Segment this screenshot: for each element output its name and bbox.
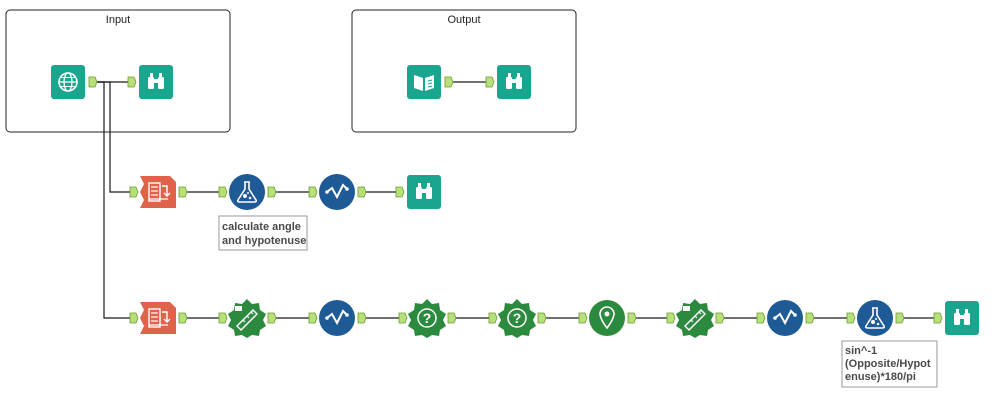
annotation-box-1[interactable]: calculate angle and hypotenuse: [218, 215, 308, 251]
container-input[interactable]: Input: [5, 9, 231, 133]
browse-tool-1[interactable]: [127, 65, 173, 99]
output-anchor[interactable]: [178, 186, 188, 198]
input-anchor[interactable]: [485, 76, 495, 88]
annotation-line: sin^-1: [845, 345, 877, 357]
connection-wires: [96, 81, 940, 319]
browse-tool-3[interactable]: [395, 175, 441, 209]
input-anchor[interactable]: [129, 186, 139, 198]
text-input-tool[interactable]: [407, 65, 454, 99]
output-anchor[interactable]: [444, 76, 454, 88]
input-data-tool[interactable]: [51, 65, 98, 99]
question-tool-1[interactable]: [398, 299, 457, 338]
browse-tool-4[interactable]: [933, 301, 979, 335]
browse-tool-2[interactable]: [485, 65, 531, 99]
input-anchor[interactable]: [666, 312, 676, 324]
multi-field-tool-3[interactable]: [756, 300, 815, 336]
output-anchor[interactable]: [88, 76, 98, 88]
annotation-line: and hypotenuse: [222, 235, 306, 247]
output-anchor[interactable]: [178, 312, 188, 324]
output-anchor[interactable]: [805, 312, 815, 324]
question-tool-2[interactable]: [488, 299, 547, 338]
input-anchor[interactable]: [933, 312, 943, 324]
spatial-tool-2[interactable]: [666, 299, 725, 338]
input-anchor[interactable]: [846, 312, 856, 324]
input-anchor[interactable]: [756, 312, 766, 324]
input-anchor[interactable]: [398, 312, 408, 324]
output-anchor[interactable]: [267, 312, 277, 324]
output-anchor[interactable]: [357, 186, 367, 198]
annotation-box-2[interactable]: sin^-1 (Opposite/Hypot enuse)*180/pi: [841, 340, 938, 388]
container-output[interactable]: Output: [351, 9, 577, 133]
input-anchor[interactable]: [129, 312, 139, 324]
location-tool[interactable]: [578, 300, 637, 336]
input-anchor[interactable]: [127, 76, 137, 88]
input-anchor[interactable]: [218, 186, 228, 198]
output-anchor[interactable]: [895, 312, 905, 324]
input-anchor[interactable]: [488, 312, 498, 324]
input-anchor[interactable]: [395, 186, 405, 198]
annotation-line: enuse)*180/pi: [845, 371, 916, 383]
formula-tool-1[interactable]: [218, 174, 277, 210]
output-anchor[interactable]: [357, 312, 367, 324]
output-anchor[interactable]: [715, 312, 725, 324]
select-tool-2[interactable]: [129, 302, 188, 334]
input-anchor[interactable]: [308, 312, 318, 324]
container-output-title: Output: [447, 14, 480, 26]
multi-field-tool-1[interactable]: [308, 174, 367, 210]
input-anchor[interactable]: [218, 312, 228, 324]
annotation-line: calculate angle: [222, 221, 301, 233]
output-anchor[interactable]: [267, 186, 277, 198]
formula-tool-2[interactable]: [846, 300, 905, 336]
input-anchor[interactable]: [578, 312, 588, 324]
container-input-title: Input: [106, 14, 130, 26]
spatial-tool-1[interactable]: [218, 299, 277, 338]
multi-field-tool-2[interactable]: [308, 300, 367, 336]
select-tool-1[interactable]: [129, 176, 188, 208]
output-anchor[interactable]: [537, 312, 547, 324]
annotation-line: (Opposite/Hypot: [845, 358, 931, 370]
input-anchor[interactable]: [308, 186, 318, 198]
output-anchor[interactable]: [627, 312, 637, 324]
output-anchor[interactable]: [447, 312, 457, 324]
